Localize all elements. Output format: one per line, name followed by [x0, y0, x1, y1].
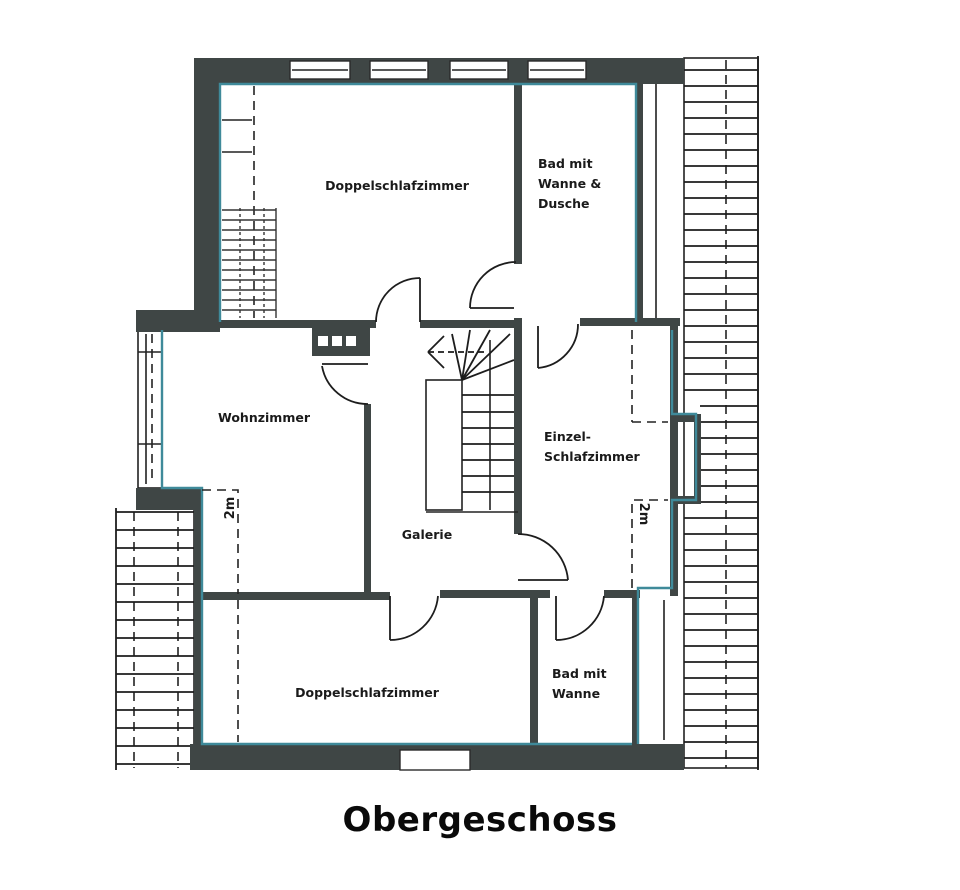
- left-window-bay: [137, 329, 163, 489]
- doors: [321, 261, 605, 641]
- floor-title: Obergeschoss: [342, 800, 618, 840]
- roof-rafters-right: [655, 56, 759, 770]
- dimension-label-2m-right: 2m: [636, 503, 651, 526]
- room-label-galerie: Galerie: [402, 527, 452, 542]
- dimension-label-2m-left: 2m: [223, 497, 238, 520]
- staircase: [425, 329, 518, 513]
- kneewall-storage-top-left: [222, 86, 277, 318]
- room-label-wohnzimmer: Wohnzimmer: [218, 410, 311, 425]
- room-label-einzelschlafzimmer: Einzel- Schlafzimmer: [544, 429, 641, 464]
- inner-walls: [194, 84, 701, 746]
- roof-rafters-left: [115, 508, 195, 770]
- bottom-window: [399, 749, 471, 771]
- room-label-doppelschlafzimmer-top: Doppelschlafzimmer: [325, 178, 470, 193]
- room-label-doppelschlafzimmer-bottom: Doppelschlafzimmer: [295, 685, 440, 700]
- room-label-bad-wanne: Bad mit Wanne: [552, 666, 611, 701]
- inner-edges: [160, 82, 698, 746]
- kneewall-dashes: [202, 330, 668, 742]
- top-windows: [289, 60, 587, 80]
- room-label-bad-wanne-dusche: Bad mit Wanne & Dusche: [538, 156, 606, 211]
